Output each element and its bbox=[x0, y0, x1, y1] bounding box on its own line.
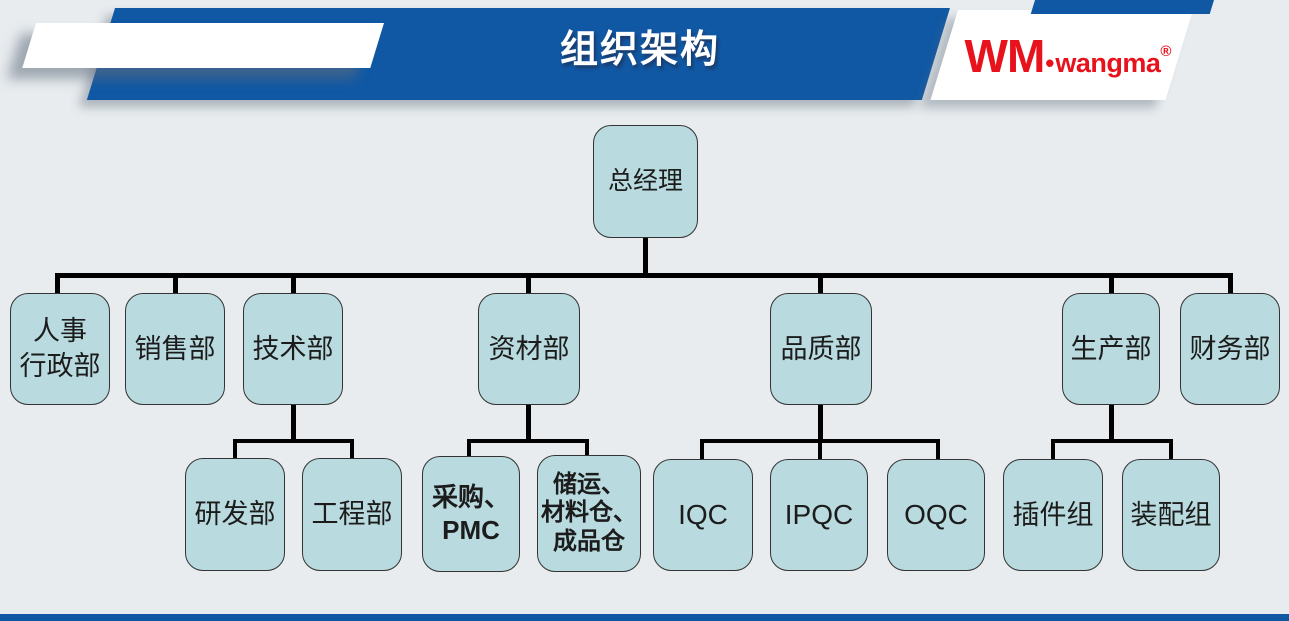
connector-drop-rd bbox=[233, 439, 237, 460]
connector-stub-hr bbox=[55, 273, 60, 296]
connector-quality-down bbox=[818, 403, 823, 443]
org-box-warehouse: 储运、 材料仓、 成品仓 bbox=[537, 455, 641, 572]
org-box-label: 总经理 bbox=[607, 167, 683, 195]
connector-stub-quality bbox=[818, 273, 823, 296]
org-box-general-manager: 总经理 bbox=[593, 125, 698, 238]
logo-top-stripe bbox=[1030, 0, 1214, 14]
org-box-label: 行政部 bbox=[19, 351, 101, 381]
logo-wm-text: WM bbox=[964, 30, 1046, 82]
org-box-label: OQC bbox=[904, 499, 968, 531]
connector-drop-warehouse bbox=[585, 439, 589, 458]
org-box-finance: 财务部 bbox=[1180, 293, 1280, 405]
connector-drop-assembly bbox=[1169, 439, 1173, 461]
connector-ceo-drop bbox=[643, 236, 648, 275]
org-box-label: 工程部 bbox=[311, 499, 393, 530]
connector-stub-sales bbox=[173, 273, 178, 296]
org-box-label: 材料仓、 bbox=[541, 500, 637, 527]
connector-stub-materials bbox=[526, 273, 531, 296]
connector-stub-production bbox=[1109, 273, 1114, 296]
bottom-accent-bar bbox=[0, 614, 1289, 621]
org-box-engineering: 工程部 bbox=[302, 458, 402, 571]
org-box-label: IQC bbox=[678, 499, 728, 531]
org-box-assembly-group: 装配组 bbox=[1122, 459, 1220, 571]
org-box-label: 品质部 bbox=[780, 333, 862, 364]
org-box-label: PMC bbox=[442, 515, 500, 545]
connector-drop-plugin bbox=[1051, 439, 1055, 461]
org-box-label: 装配组 bbox=[1130, 499, 1212, 530]
page-title: 组织架构 bbox=[559, 29, 720, 71]
banner-white-stripe bbox=[22, 23, 384, 68]
connector-trunk bbox=[55, 273, 1233, 278]
org-box-purchasing-pmc: 采购、 PMC bbox=[422, 456, 520, 572]
org-box-label: 采购、 bbox=[431, 482, 510, 512]
connector-drop-engineering bbox=[350, 439, 354, 460]
connector-drop-iqc bbox=[700, 439, 704, 461]
connector-materials-down bbox=[526, 403, 531, 443]
connector-bar-production bbox=[1051, 439, 1173, 443]
connector-bar-tech bbox=[233, 439, 354, 443]
connector-drop-purchasing bbox=[467, 439, 471, 458]
org-box-label: 销售部 bbox=[134, 333, 216, 364]
org-box-label: 插件组 bbox=[1012, 499, 1094, 530]
org-box-sales: 销售部 bbox=[125, 293, 225, 405]
org-box-label: 生产部 bbox=[1070, 333, 1152, 364]
org-box-production: 生产部 bbox=[1062, 293, 1160, 405]
org-box-label: 成品仓 bbox=[553, 528, 625, 555]
org-box-label: IPQC bbox=[784, 499, 854, 531]
registered-trademark-icon: ® bbox=[1160, 43, 1172, 60]
connector-production-down bbox=[1109, 403, 1114, 443]
connector-drop-ipqc bbox=[818, 439, 822, 461]
org-box-rd: 研发部 bbox=[185, 458, 285, 571]
logo-wangma-text: wangma bbox=[1055, 48, 1161, 78]
org-box-tech: 技术部 bbox=[243, 293, 343, 405]
connector-stub-finance bbox=[1228, 273, 1233, 296]
org-box-label: 储运、 bbox=[553, 472, 625, 499]
org-box-iqc: IQC bbox=[653, 459, 753, 571]
logo-dot: • bbox=[1045, 48, 1055, 78]
org-box-ipqc: IPQC bbox=[770, 459, 868, 571]
org-box-label: 人事 bbox=[33, 316, 87, 347]
connector-drop-oqc bbox=[936, 439, 940, 461]
org-box-label: 资材部 bbox=[488, 333, 570, 364]
org-box-quality: 品质部 bbox=[770, 293, 872, 405]
connector-tech-down bbox=[291, 403, 296, 443]
org-box-oqc: OQC bbox=[887, 459, 985, 571]
org-box-label: 财务部 bbox=[1189, 333, 1271, 364]
org-box-plugin-group: 插件组 bbox=[1003, 459, 1103, 571]
company-logo: WM • wangma ® bbox=[965, 30, 1172, 82]
connector-stub-tech bbox=[291, 273, 296, 296]
connector-bar-materials bbox=[467, 439, 587, 443]
org-box-hr-admin: 人事 行政部 bbox=[10, 293, 110, 405]
org-box-materials: 资材部 bbox=[478, 293, 580, 405]
org-box-label: 研发部 bbox=[194, 499, 276, 530]
org-box-label: 技术部 bbox=[252, 333, 334, 364]
